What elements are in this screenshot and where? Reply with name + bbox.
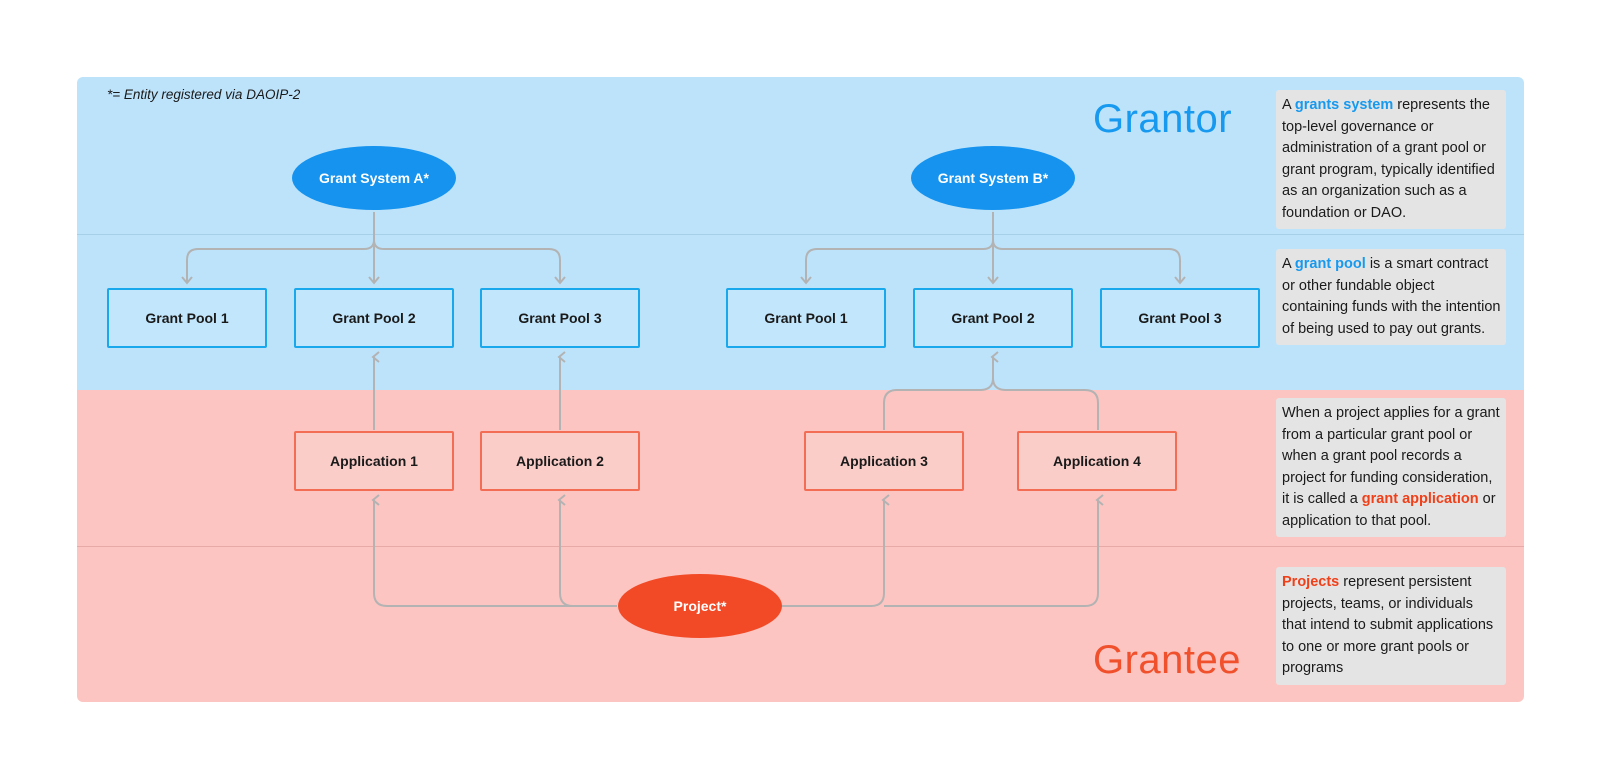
application-2-node: Application 2 (480, 431, 640, 491)
explanation-term: grants system (1294, 97, 1394, 113)
connector-system-a-pool-3 (373, 239, 566, 285)
application-3-node: Application 3 (804, 431, 964, 491)
legend-note: *= Entity registered via DAOIP-2 (107, 87, 301, 102)
grant-application-explanation: When a project applies for a grant from … (1276, 398, 1506, 537)
explanation-text: is a smart contract or other fundable ob… (1282, 256, 1501, 337)
project-explanation: Projects represent persistent projects, … (1276, 567, 1506, 685)
application-4-node: Application 4 (1017, 431, 1177, 491)
application-1-node: Application 1 (294, 431, 454, 491)
connector-system-a-pool-1 (181, 239, 375, 285)
grant-pool-a-2-node: Grant Pool 2 (294, 288, 454, 348)
explanation-text: represents the top-level governance or a… (1282, 97, 1495, 221)
connector-system-b-pool-3 (992, 239, 1186, 285)
grantor-title: Grantor (1093, 97, 1233, 141)
explanation-term: grant pool (1294, 256, 1366, 272)
connector-system-b-pool-1 (800, 239, 994, 285)
grant-pool-b-1-node: Grant Pool 1 (726, 288, 886, 348)
connector-application-4-pool (992, 377, 1099, 430)
grant-pool-b-2-node: Grant Pool 2 (913, 288, 1073, 348)
connector-project-application-3 (782, 494, 890, 607)
grant-pool-explanation: A grant pool is a smart contract or othe… (1276, 249, 1506, 345)
explanation-text: or application to that pool. (1282, 491, 1496, 529)
explanation-text: represent persistent projects, teams, or… (1282, 574, 1494, 676)
grant-pool-a-3-node: Grant Pool 3 (480, 288, 640, 348)
grantee-title: Grantee (1093, 638, 1242, 682)
connector-application-3-pool (883, 351, 999, 430)
explanation-text: A (1282, 97, 1295, 113)
explanation-text: A (1282, 256, 1295, 272)
grant-system-b-node: Grant System B* (911, 146, 1075, 210)
grant-pool-a-1-node: Grant Pool 1 (107, 288, 267, 348)
grant-pool-b-3-node: Grant Pool 3 (1100, 288, 1260, 348)
connector-project-application-4 (884, 494, 1104, 607)
grants-system-explanation: A grants system represents the top-level… (1276, 90, 1506, 229)
project-node: Project* (618, 574, 782, 638)
connector-project-application-2 (557, 494, 574, 607)
explanation-term: Projects (1282, 574, 1340, 590)
explanation-term: grant application (1361, 491, 1479, 507)
connector-project-application-1 (371, 494, 617, 607)
grant-system-a-node: Grant System A* (292, 146, 456, 210)
explanation-text: When a project applies for a grant from … (1282, 405, 1500, 507)
